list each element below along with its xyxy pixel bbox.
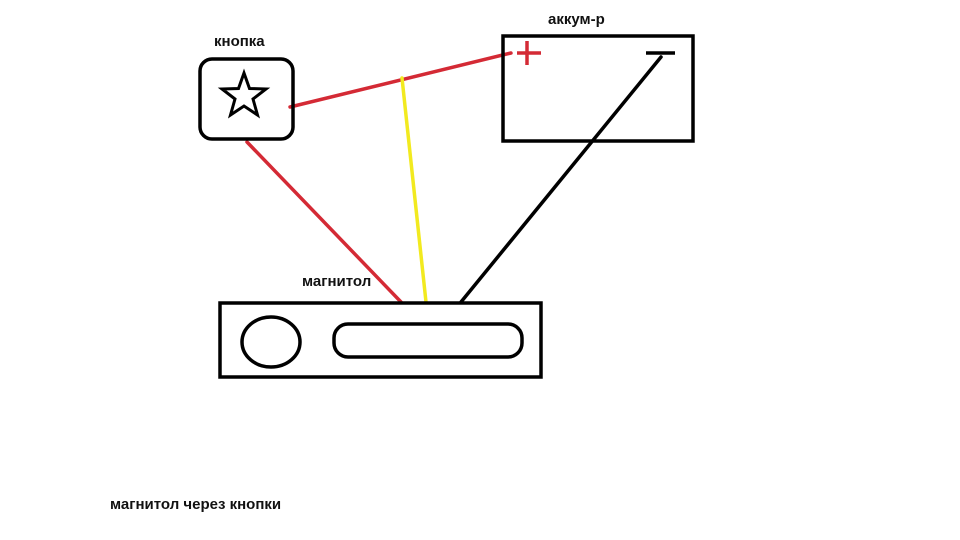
button-box: [198, 57, 295, 141]
wire-ground-to-battery-minus: [459, 55, 663, 304]
diagram-caption: магнитол через кнопки: [110, 496, 282, 513]
wire-button-to-radio: [245, 140, 403, 304]
wire-yellow-tap: [400, 76, 428, 304]
plus-icon: [517, 41, 541, 65]
button-label: кнопка: [214, 33, 265, 50]
battery-label: аккум-р: [548, 11, 605, 28]
radio-label: магнитол: [302, 273, 372, 290]
radio-box: [218, 301, 543, 379]
battery-box: [501, 34, 695, 143]
star-icon: [217, 68, 271, 119]
knob-icon: [240, 315, 302, 369]
display-slot: [332, 322, 524, 359]
